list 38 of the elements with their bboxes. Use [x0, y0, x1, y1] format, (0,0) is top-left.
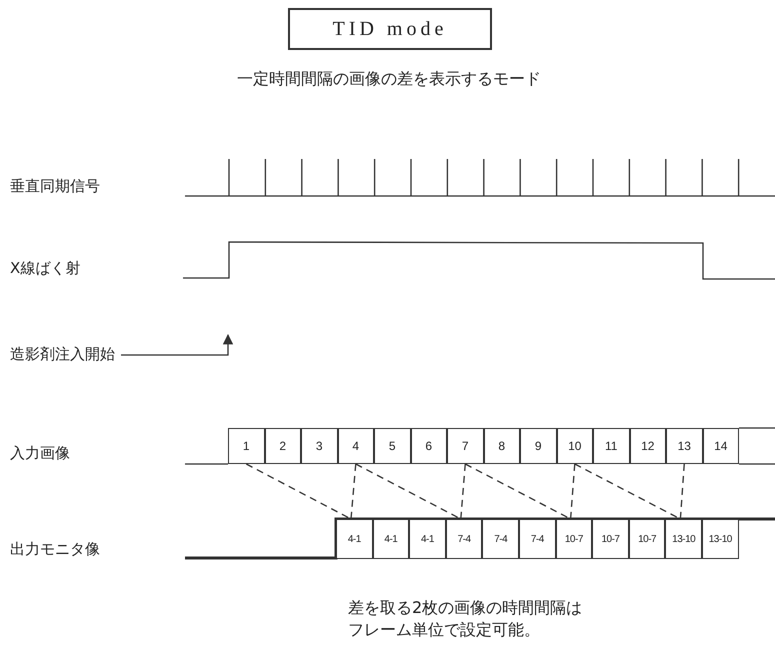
event-label: 造影剤注入開始 — [10, 345, 115, 363]
input-frame: 8 — [484, 428, 520, 464]
output-frame: 10-7 — [556, 519, 592, 559]
arrow — [121, 334, 234, 356]
input-frame: 10 — [556, 428, 593, 464]
input-frame: 13 — [666, 428, 702, 464]
output-frame: 13-10 — [702, 519, 739, 559]
signal-label: 出力モニタ像 — [10, 539, 100, 560]
output-frame: 4-1 — [372, 519, 410, 559]
dashed-connector — [680, 464, 685, 520]
input-frame: 6 — [410, 428, 447, 464]
dashed-connector — [350, 464, 356, 520]
input-frame: 7 — [447, 428, 484, 464]
input-frame: 5 — [374, 428, 410, 464]
output-frame: 7-4 — [446, 519, 482, 559]
subtitle: 一定時間間隔の画像の差を表示するモード — [237, 68, 541, 90]
output-frame: 4-1 — [409, 519, 446, 559]
dashed-connector — [570, 464, 576, 520]
output-frame: 7-4 — [482, 519, 519, 559]
input-frame: 4 — [338, 428, 374, 464]
output-frame: 4-1 — [336, 519, 373, 559]
input-frame: 12 — [630, 428, 666, 464]
input-frame: 9 — [520, 428, 556, 464]
input-frame: 1 — [228, 428, 264, 464]
input-frame: 2 — [264, 428, 301, 464]
signal-label: X線ばく射 — [10, 258, 80, 278]
input-frame: 11 — [593, 428, 630, 464]
output-frame: 7-4 — [519, 519, 556, 559]
signal-label: 垂直同期信号 — [10, 176, 100, 196]
output-frame: 13-10 — [665, 519, 702, 559]
note-text: 差を取る2枚の画像の時間間隔はフレーム単位で設定可能。 — [348, 597, 584, 640]
output-frame: 10-7 — [592, 519, 629, 559]
title-box: TID mode — [288, 8, 492, 50]
input-frame: 3 — [301, 428, 338, 464]
dashed-connector — [460, 464, 466, 520]
input-frame: 14 — [702, 428, 739, 464]
output-frame: 10-7 — [628, 519, 666, 559]
signal-label: 入力画像 — [10, 443, 70, 464]
